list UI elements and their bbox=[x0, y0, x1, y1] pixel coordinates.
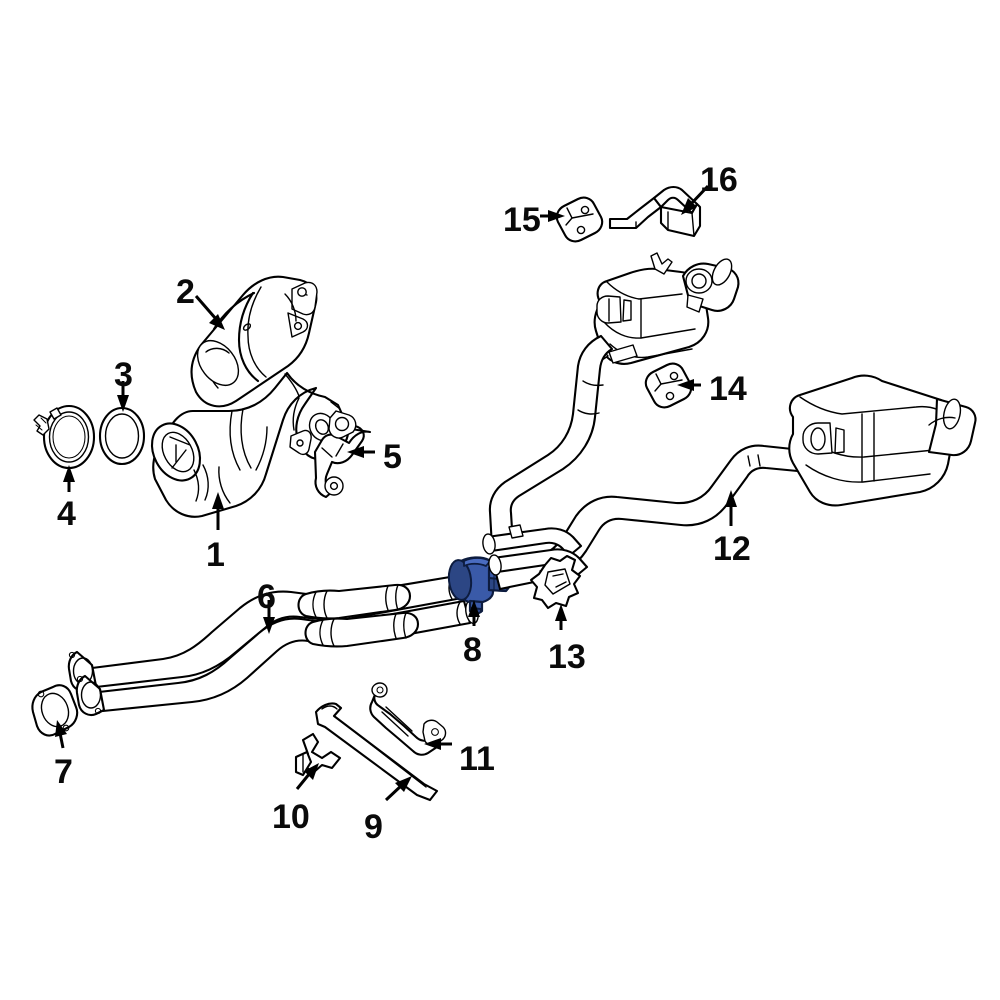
part-5-converter-bracket bbox=[313, 410, 372, 499]
callout-leaders bbox=[55, 184, 737, 802]
part-13-hanger-insulator bbox=[529, 554, 582, 610]
rear-muffler bbox=[788, 374, 977, 507]
callout-number-6[interactable]: 6 bbox=[257, 578, 276, 616]
part-2-catalytic-converter-upper bbox=[190, 275, 318, 408]
callout-number-11[interactable]: 11 bbox=[459, 740, 495, 778]
part-10-heat-shield-bracket-left bbox=[294, 732, 342, 777]
part-7-manifold-gasket bbox=[31, 684, 79, 737]
callout-number-7[interactable]: 7 bbox=[54, 753, 73, 791]
callout-number-2[interactable]: 2 bbox=[176, 273, 195, 311]
callout-number-15[interactable]: 15 bbox=[503, 201, 541, 239]
part-1-front-pipe-catalytic-converter bbox=[150, 371, 350, 518]
part-6-center-resonator-pipe bbox=[67, 574, 479, 717]
part-15-rubber-mount-front bbox=[555, 196, 604, 243]
callout-number-14[interactable]: 14 bbox=[709, 370, 747, 408]
part-9-heat-shield-rail bbox=[314, 702, 439, 802]
callout-number-16[interactable]: 16 bbox=[700, 161, 738, 199]
callout-number-9[interactable]: 9 bbox=[364, 808, 383, 846]
callout-number-1[interactable]: 1 bbox=[206, 536, 225, 574]
part-4-v-band-clamp bbox=[33, 404, 96, 470]
callout-number-5[interactable]: 5 bbox=[383, 438, 402, 476]
callout-number-12[interactable]: 12 bbox=[713, 530, 751, 568]
part-14-rubber-mount-rear bbox=[644, 362, 693, 409]
part-3-exhaust-gasket-ring bbox=[98, 406, 146, 466]
center-junction-stubs bbox=[482, 524, 589, 583]
callout-number-3[interactable]: 3 bbox=[114, 356, 133, 394]
callout-number-10[interactable]: 10 bbox=[272, 798, 310, 836]
callout-number-8[interactable]: 8 bbox=[463, 631, 482, 669]
callout-number-13[interactable]: 13 bbox=[548, 638, 586, 676]
callout-number-4[interactable]: 4 bbox=[57, 495, 76, 533]
